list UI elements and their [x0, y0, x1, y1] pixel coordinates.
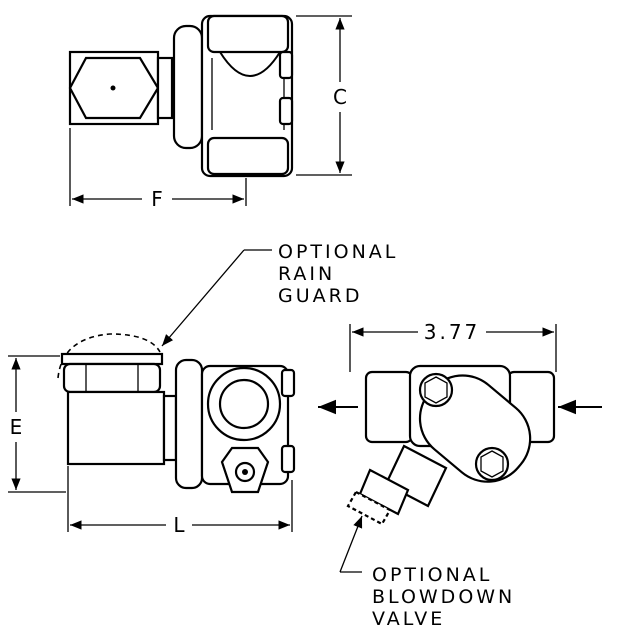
front-port-inner [218, 378, 270, 430]
callout-blowdown-valve: OPTIONAL BLOWDOWN VALVE [339, 515, 515, 630]
blowdown-valve-line-3: VALVE [372, 608, 445, 630]
dimension-e-label: E [10, 415, 23, 439]
front-flange [174, 358, 204, 490]
dimension-l-label: L [173, 513, 185, 537]
dimension-width: 3.77 [349, 320, 557, 372]
side-view [318, 364, 602, 526]
side-bolt-top [418, 372, 454, 408]
side-bolt-bottom [474, 446, 510, 482]
dimension-l: L [67, 466, 293, 537]
front-view [57, 333, 296, 494]
dimension-e: E [8, 355, 66, 493]
side-inlet-fitting [364, 370, 414, 444]
top-view [68, 14, 294, 178]
callout-rain-guard: OPTIONAL RAIN GUARD [161, 241, 398, 347]
front-bonnet [66, 390, 166, 466]
dimension-c: C [296, 15, 352, 176]
top-flange [172, 24, 204, 150]
dimension-c-label: C [333, 85, 347, 109]
dimension-f-label: F [151, 187, 163, 211]
blowdown-valve-line-1: OPTIONAL [372, 564, 492, 586]
dimension-f: F [69, 128, 247, 211]
top-hex-center-mark [110, 85, 116, 91]
rain-guard-line-2: RAIN [278, 263, 335, 285]
rain-guard-line-1: OPTIONAL [278, 241, 398, 263]
blowdown-valve-line-2: BLOWDOWN [372, 586, 515, 608]
front-hex-nut [62, 362, 162, 394]
rain-guard-line-3: GUARD [278, 285, 362, 307]
dimension-width-label: 3.77 [424, 320, 481, 344]
